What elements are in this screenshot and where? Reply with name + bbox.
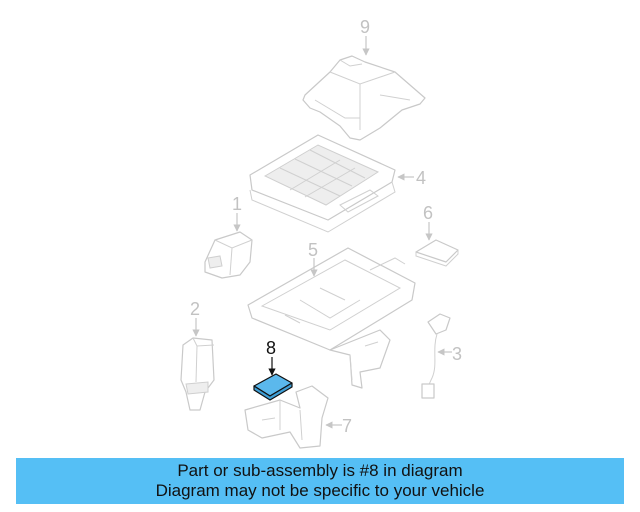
callout-1: 1 <box>232 194 242 214</box>
part-6-pad <box>415 239 459 267</box>
callout-4: 4 <box>416 168 426 188</box>
callout-2: 2 <box>190 299 200 319</box>
part-8-highlighted <box>253 373 293 401</box>
part-8-side-face <box>253 382 293 401</box>
part-4-ecu-module <box>249 134 396 233</box>
part-7-bracket <box>244 385 329 449</box>
info-banner: Part or sub-assembly is #8 in diagram Di… <box>16 458 624 504</box>
callout-8: 8 <box>266 338 276 358</box>
banner-line-2: Diagram may not be specific to your vehi… <box>155 481 485 500</box>
callout-7: 7 <box>342 416 352 436</box>
callout-6: 6 <box>423 203 433 223</box>
parts-diagram: 9 4 1 6 5 <box>180 17 462 449</box>
part-2-sensor <box>180 337 215 411</box>
part-9-cover <box>302 55 426 141</box>
callout-3: 3 <box>452 344 462 364</box>
banner-line-1: Part or sub-assembly is #8 in diagram <box>177 461 463 480</box>
part-3-sensor-cable <box>421 313 451 399</box>
callout-9: 9 <box>360 17 370 37</box>
callout-5: 5 <box>308 240 318 260</box>
part-5-bracket <box>247 247 416 389</box>
part-1-sensor <box>204 231 253 279</box>
